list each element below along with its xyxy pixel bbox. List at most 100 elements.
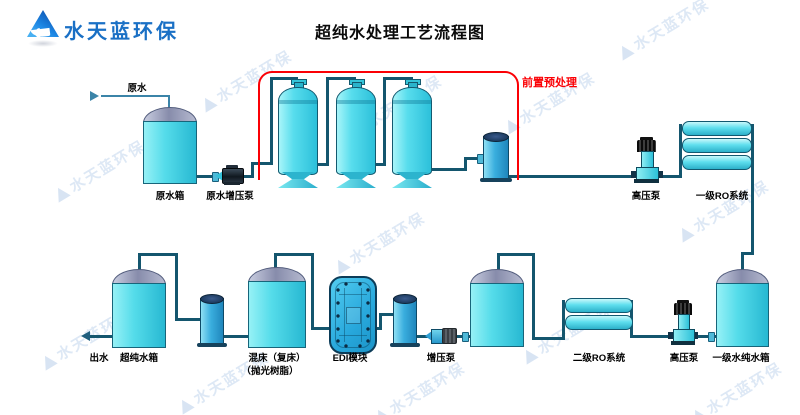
ro-system2-label: 二级RO系统 xyxy=(572,353,626,364)
vessel-cone xyxy=(282,172,314,180)
ultrapure-water-tank xyxy=(112,269,166,348)
pipe-segment xyxy=(497,253,500,273)
tank-shell xyxy=(716,283,769,347)
hp-pump1-flange xyxy=(657,171,663,178)
pipe-segment xyxy=(138,253,178,256)
vessel-body xyxy=(336,87,376,175)
watermark-drop-icon xyxy=(199,94,218,113)
ro1-membrane xyxy=(682,138,752,153)
pipe-segment xyxy=(656,175,682,178)
hp-pump1-label: 高压泵 xyxy=(631,191,661,202)
pipe-segment xyxy=(274,253,314,256)
watermark: 水天蓝环保 xyxy=(330,207,429,278)
pipe-segment xyxy=(532,337,564,340)
pipe-segment xyxy=(383,77,386,166)
security-filter-column xyxy=(480,132,512,182)
mixed-bed-tank xyxy=(248,267,306,348)
pipe-segment xyxy=(741,252,744,273)
page-title: 超纯水处理工艺流程图 xyxy=(314,25,485,42)
ro1-membrane xyxy=(682,121,752,136)
tank-shell xyxy=(143,121,197,184)
raw-booster-pump-inlet xyxy=(215,171,223,181)
ro-system1-label: 一级RO系统 xyxy=(695,191,749,202)
inlet-arrow-icon xyxy=(90,91,104,101)
hp-pump2-motor xyxy=(674,303,692,315)
vessel-foot xyxy=(336,179,376,188)
pipe-segment xyxy=(197,175,219,178)
vessel-foot xyxy=(392,179,432,188)
raw-booster-pump-cap xyxy=(226,165,238,169)
watermark-drop-icon xyxy=(176,396,195,415)
pipe-segment xyxy=(694,335,716,338)
watermark-drop-icon xyxy=(372,406,391,415)
pipe-segment xyxy=(270,77,273,165)
watermark-drop-icon xyxy=(689,406,708,415)
column-shell xyxy=(393,298,417,344)
polishing-column-left xyxy=(197,294,227,347)
pipe-segment xyxy=(251,162,254,178)
pipe-segment xyxy=(138,253,141,272)
booster-pump-label: 增压泵 xyxy=(426,353,456,364)
watermark-drop-icon xyxy=(332,256,351,275)
column-top xyxy=(483,132,509,142)
booster-pump-motor xyxy=(442,328,457,344)
hp-pump2-flange xyxy=(668,332,674,339)
pipe-segment xyxy=(464,157,467,171)
column-base xyxy=(480,178,512,182)
pipe-segment xyxy=(381,313,395,316)
pipe-segment xyxy=(223,335,250,338)
vessel-foot xyxy=(278,179,318,188)
raw-booster-pump-label: 原水增压泵 xyxy=(206,191,254,202)
mixed-bed-label: 混床（复床） xyxy=(248,353,306,364)
pipe-segment xyxy=(415,335,429,338)
polishing-column-right xyxy=(390,294,420,347)
raw-booster-pump-base xyxy=(224,182,240,185)
ultrapure-tank-label: 超纯水箱 xyxy=(119,353,158,364)
pipe-segment xyxy=(175,253,178,321)
hp-pump1-motor xyxy=(637,140,656,152)
watermark-drop-icon xyxy=(39,352,58,371)
edi-module xyxy=(329,276,377,354)
pipe-segment xyxy=(679,124,682,178)
pipe-segment xyxy=(430,168,467,171)
pipe-segment xyxy=(101,95,169,97)
stage1-pure-tank-label: 一级水纯水箱 xyxy=(712,353,770,364)
column-shell xyxy=(200,298,224,344)
column-base xyxy=(197,343,227,347)
edi-bolts xyxy=(331,278,375,352)
logo-shadow xyxy=(28,40,58,47)
watermark: 水天蓝环保 xyxy=(674,175,773,246)
pipe-segment xyxy=(168,95,170,113)
pretreatment-label: 前置预处理 xyxy=(522,77,577,89)
vessel-cone xyxy=(396,172,428,180)
ro1-membrane xyxy=(682,155,752,170)
pipe-segment xyxy=(741,252,754,255)
pipe-segment xyxy=(562,300,565,340)
intermediate-water-tank xyxy=(470,269,524,347)
pipe-segment xyxy=(383,77,413,80)
column-base xyxy=(390,343,420,347)
pipe-segment xyxy=(751,124,754,255)
pretreatment-outline xyxy=(258,71,519,180)
mixed-bed-sublabel: （抛光树脂） xyxy=(241,366,299,377)
pipe-segment xyxy=(508,175,638,178)
pipe-segment xyxy=(317,163,329,166)
pipe-segment xyxy=(311,253,314,330)
tank-shell xyxy=(112,283,166,348)
filter-vessel-1 xyxy=(278,79,318,188)
column-top xyxy=(200,294,224,304)
pipe-segment xyxy=(464,157,484,160)
hp-pump2-label: 高压泵 xyxy=(669,353,699,364)
pipe-segment xyxy=(270,77,298,80)
watermark: 水天蓝环保 xyxy=(687,357,786,415)
hp-pump1-cap xyxy=(640,137,653,141)
ro2-membrane xyxy=(565,298,633,313)
filter-vessel-3 xyxy=(392,79,432,188)
outlet-arrow-icon xyxy=(76,331,90,341)
brand-name: 水天蓝环保 xyxy=(64,21,179,43)
pipe-segment xyxy=(379,313,382,330)
edi-module-label: EDI模块 xyxy=(332,353,368,364)
pipe-segment xyxy=(532,253,535,340)
tank-shell xyxy=(470,283,524,347)
